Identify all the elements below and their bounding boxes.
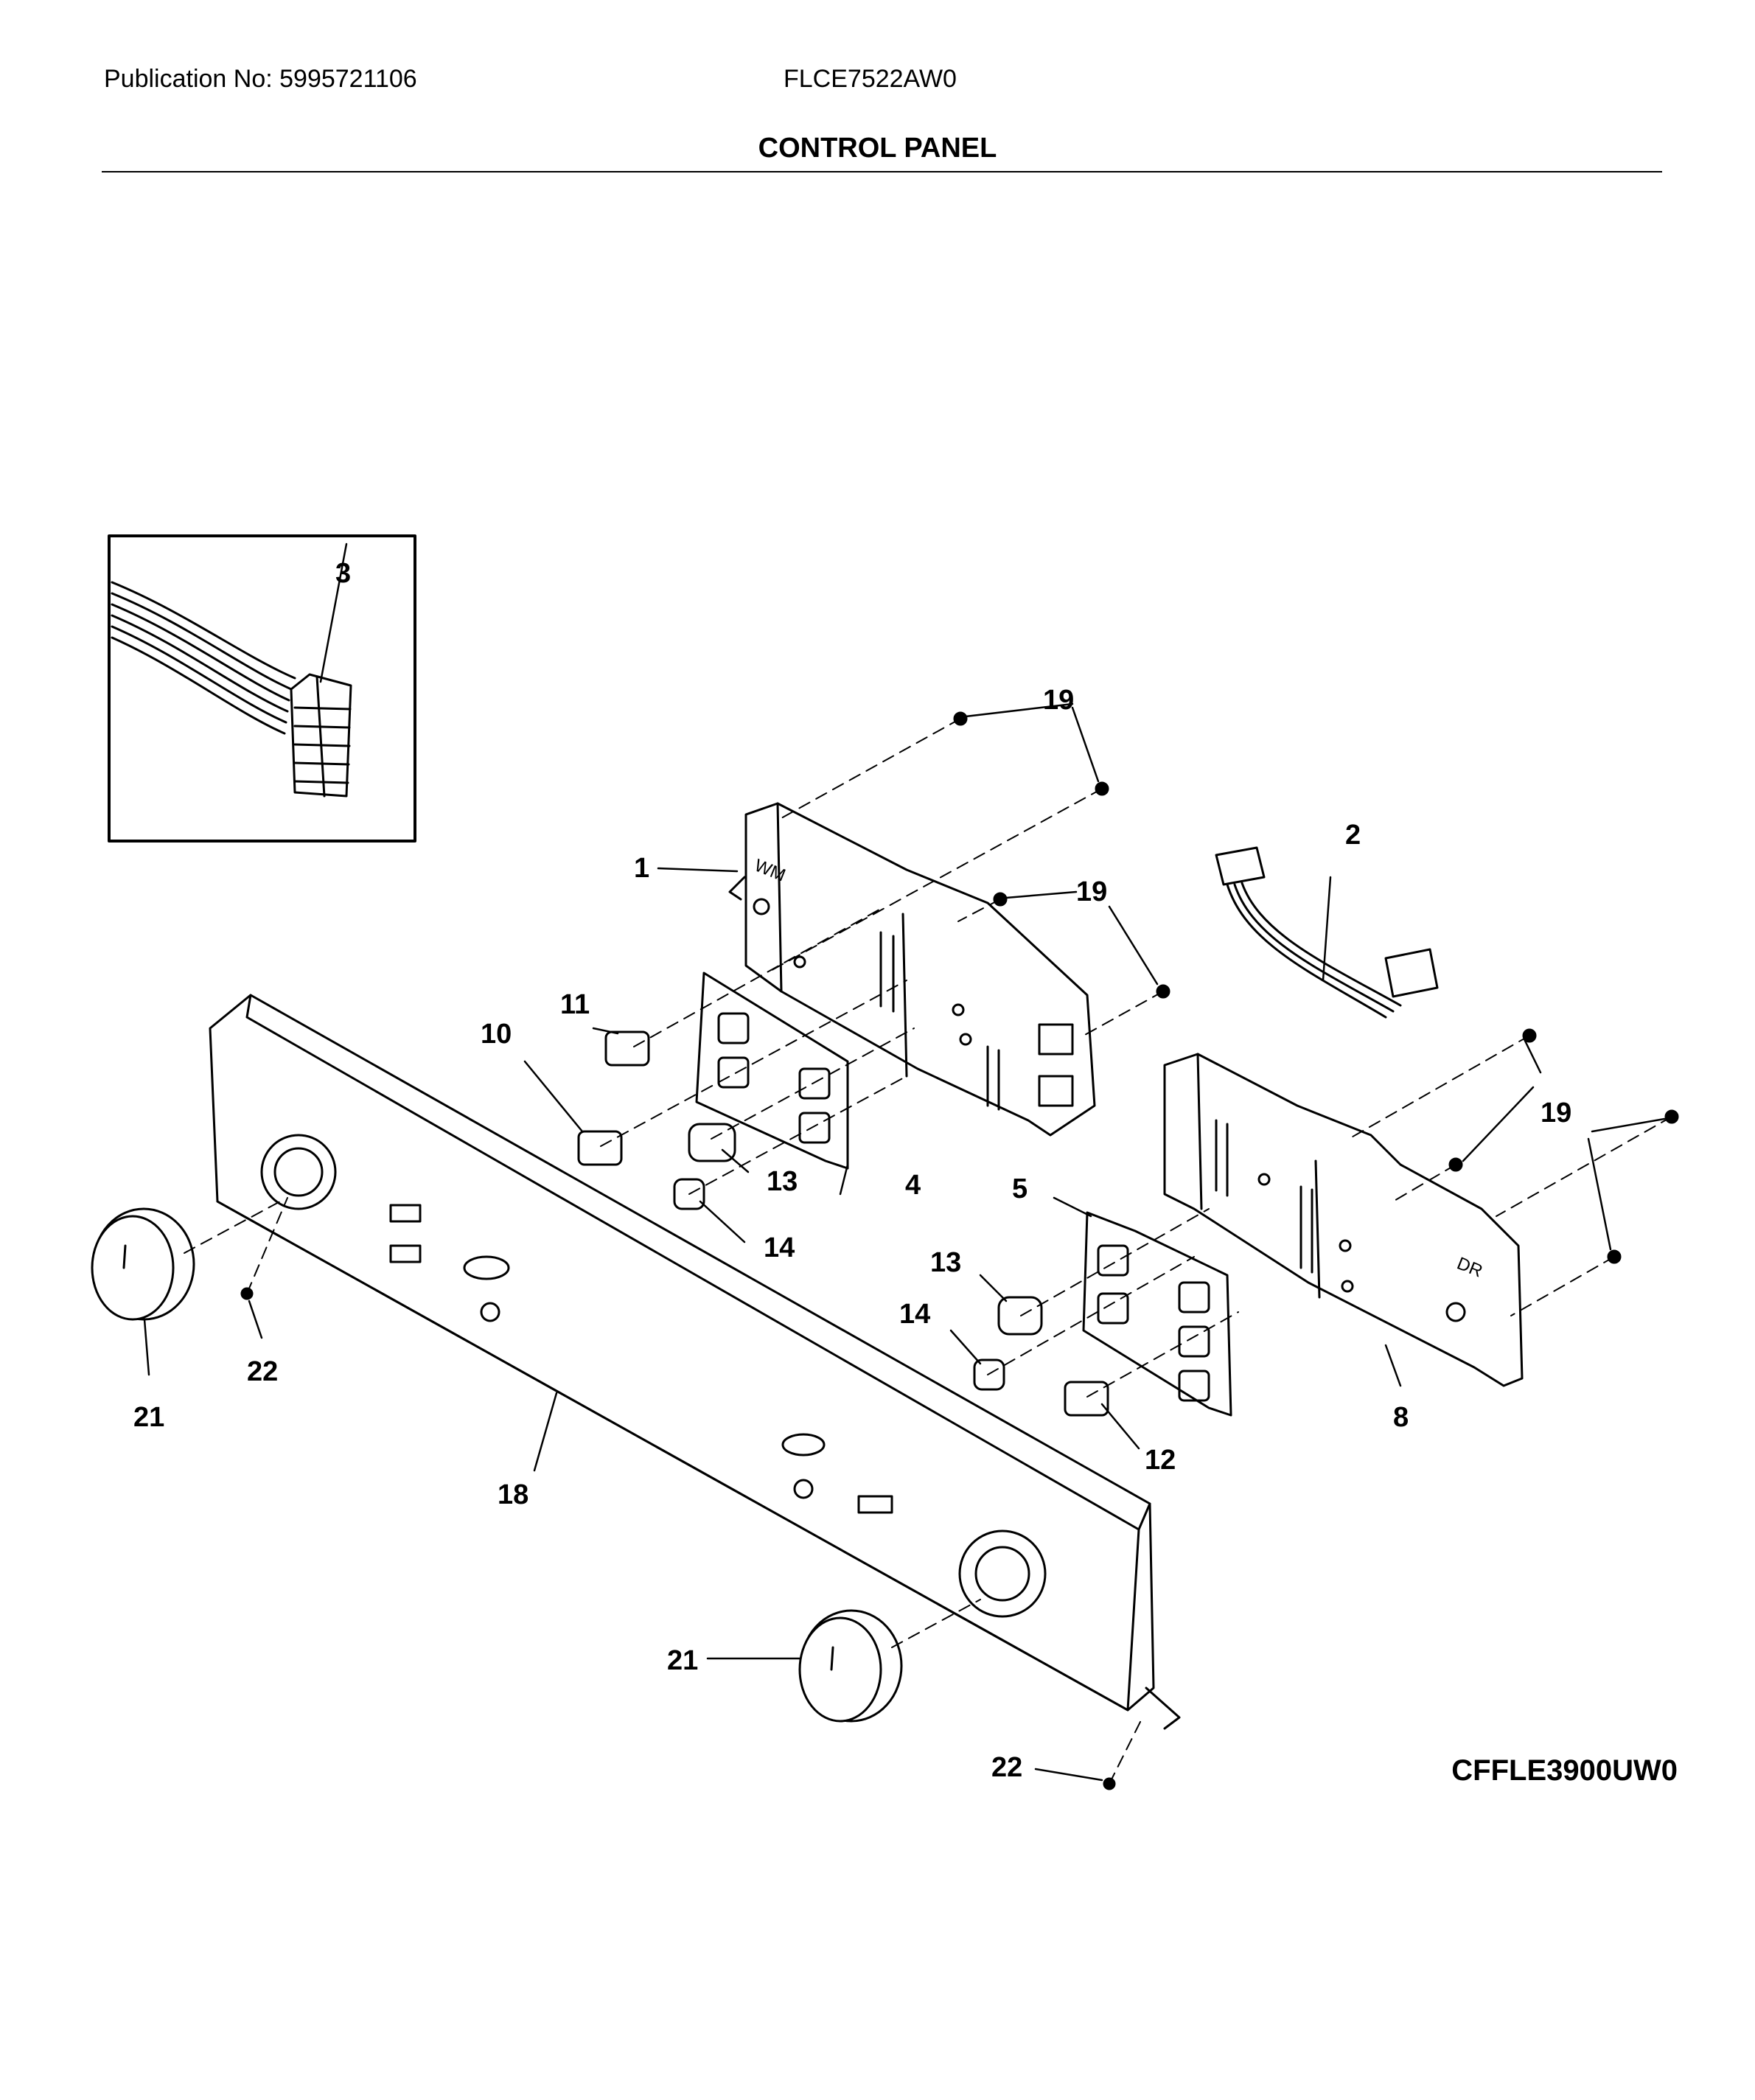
callout-14b: 14 [899, 1299, 930, 1330]
console-panel [209, 994, 1181, 1730]
callout-19c: 19 [1541, 1098, 1571, 1129]
callout-10: 10 [481, 1019, 512, 1050]
alignment-lines [184, 718, 1672, 1785]
callout-19a: 19 [1043, 685, 1074, 716]
screws [240, 711, 1679, 1790]
callout-13a: 13 [767, 1166, 798, 1197]
callout-21a: 21 [133, 1402, 164, 1433]
leader-lines [143, 702, 1666, 1782]
header-rule [102, 171, 1662, 172]
callout-12: 12 [1145, 1445, 1176, 1476]
callout-5: 5 [1012, 1173, 1027, 1204]
callout-11: 11 [560, 989, 590, 1020]
diagram-code: CFFLE3900UW0 [1451, 1754, 1678, 1787]
callout-2: 2 [1345, 820, 1361, 851]
callout-13b: 13 [930, 1247, 961, 1278]
callout-1: 1 [634, 853, 649, 884]
wire-harness [1215, 846, 1439, 1019]
publication-number: Publication No: 5995721106 [104, 65, 417, 93]
callout-3: 3 [335, 558, 351, 589]
knob-right [798, 1609, 903, 1723]
callout-4: 4 [905, 1170, 921, 1201]
callout-19b: 19 [1076, 876, 1107, 907]
dryer-control-board [1163, 1053, 1524, 1387]
model-number: FLCE7522AW0 [784, 65, 957, 93]
callout-22a: 22 [247, 1356, 278, 1387]
button-frame-left [695, 971, 849, 1170]
page-title: CONTROL PANEL [758, 133, 997, 164]
callout-14a: 14 [764, 1232, 795, 1263]
callout-8: 8 [1393, 1402, 1409, 1433]
callout-21b: 21 [667, 1645, 698, 1676]
callout-22b: 22 [991, 1752, 1022, 1783]
callout-18: 18 [498, 1479, 528, 1510]
inset-wire-harness-detail [108, 534, 416, 843]
washer-control-board [728, 802, 1096, 1137]
button-frame-right [1082, 1211, 1232, 1417]
knob-left [91, 1207, 195, 1321]
